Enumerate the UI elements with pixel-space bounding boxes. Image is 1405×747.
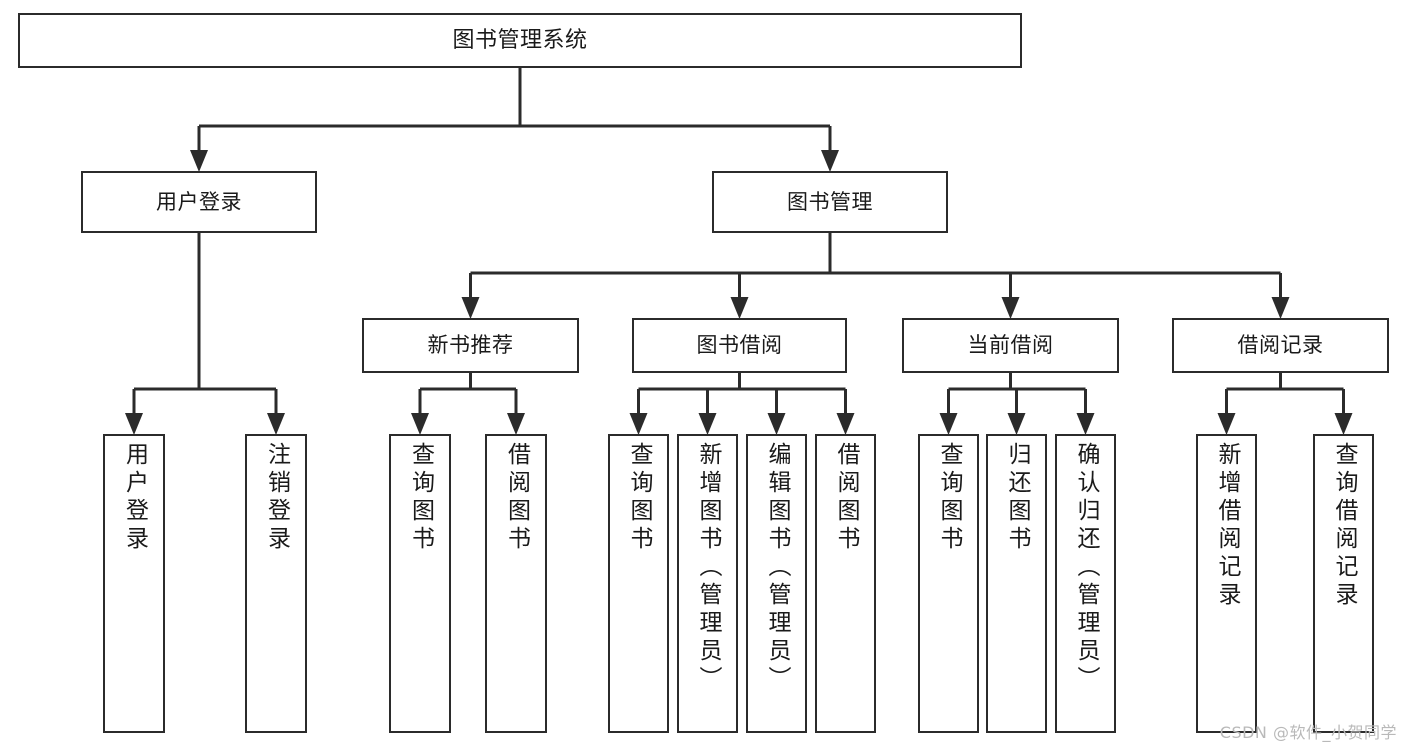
leaf-add-borrow-record-label: 新增借阅记录 (1214, 442, 1240, 610)
node-user-login-label: 用户登录 (156, 189, 242, 214)
node-book-management[interactable]: 图书管理 (712, 171, 948, 233)
leaf-add-book-admin-label: 新增图书（管理员） (695, 442, 721, 694)
leaf-query-book-current[interactable]: 查询图书 (918, 434, 979, 733)
leaf-borrow-book[interactable]: 借阅图书 (815, 434, 876, 733)
leaf-query-borrow-record[interactable]: 查询借阅记录 (1313, 434, 1374, 733)
leaf-query-book-recommend[interactable]: 查询图书 (389, 434, 451, 733)
node-user-login[interactable]: 用户登录 (81, 171, 317, 233)
leaf-confirm-return-admin[interactable]: 确认归还（管理员） (1055, 434, 1116, 733)
node-borrow-record-label: 借阅记录 (1237, 333, 1324, 358)
node-book-management-label: 图书管理 (787, 189, 873, 214)
leaf-confirm-return-admin-label: 确认归还（管理员） (1073, 442, 1099, 694)
leaf-query-book-recommend-label: 查询图书 (407, 442, 434, 554)
node-new-book-recommend[interactable]: 新书推荐 (362, 318, 579, 373)
leaf-query-borrow-record-label: 查询借阅记录 (1331, 442, 1357, 610)
leaf-borrow-book-recommend[interactable]: 借阅图书 (485, 434, 547, 733)
leaf-logout-label: 注销登录 (263, 442, 290, 554)
leaf-return-book-label: 归还图书 (1004, 442, 1030, 554)
leaf-query-book-borrow-label: 查询图书 (626, 442, 652, 554)
leaf-user-login[interactable]: 用户登录 (103, 434, 165, 733)
leaf-borrow-book-label: 借阅图书 (833, 442, 859, 554)
node-root[interactable]: 图书管理系统 (18, 13, 1022, 68)
node-borrow-record[interactable]: 借阅记录 (1172, 318, 1389, 373)
leaf-query-book-current-label: 查询图书 (936, 442, 962, 554)
leaf-return-book[interactable]: 归还图书 (986, 434, 1047, 733)
watermark: CSDN @软件_小贺同学 (1219, 723, 1397, 742)
leaf-edit-book-admin[interactable]: 编辑图书（管理员） (746, 434, 807, 733)
node-book-borrow[interactable]: 图书借阅 (632, 318, 847, 373)
leaf-query-book-borrow[interactable]: 查询图书 (608, 434, 669, 733)
leaf-add-book-admin[interactable]: 新增图书（管理员） (677, 434, 738, 733)
node-new-book-recommend-label: 新书推荐 (427, 333, 514, 358)
leaf-edit-book-admin-label: 编辑图书（管理员） (764, 442, 790, 694)
node-current-borrow[interactable]: 当前借阅 (902, 318, 1119, 373)
node-root-label: 图书管理系统 (452, 27, 588, 53)
leaf-borrow-book-recommend-label: 借阅图书 (503, 442, 530, 554)
leaf-add-borrow-record[interactable]: 新增借阅记录 (1196, 434, 1257, 733)
leaf-user-login-label: 用户登录 (121, 442, 148, 554)
node-book-borrow-label: 图书借阅 (696, 333, 783, 358)
node-current-borrow-label: 当前借阅 (967, 333, 1054, 358)
leaf-logout[interactable]: 注销登录 (245, 434, 307, 733)
